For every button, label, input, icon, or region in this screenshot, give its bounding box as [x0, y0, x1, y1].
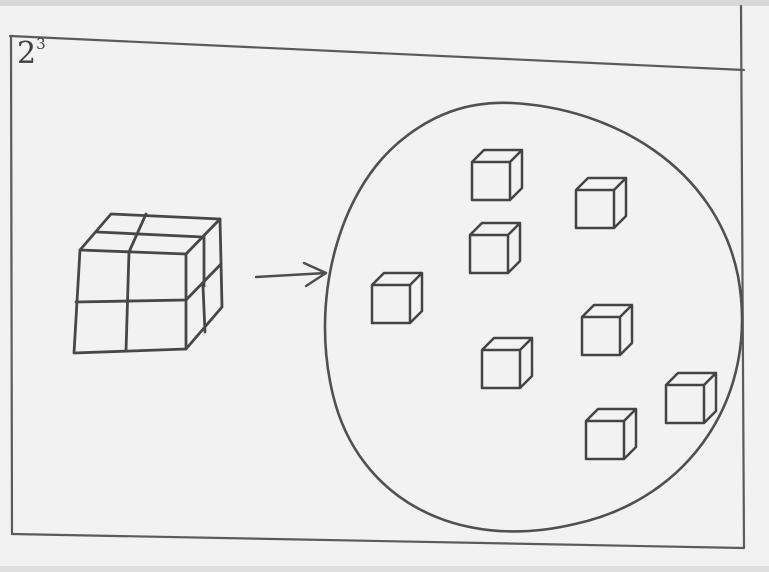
power-exponent: 3: [36, 35, 46, 53]
power-base: 2: [17, 36, 36, 71]
power-label: 23: [17, 39, 46, 73]
